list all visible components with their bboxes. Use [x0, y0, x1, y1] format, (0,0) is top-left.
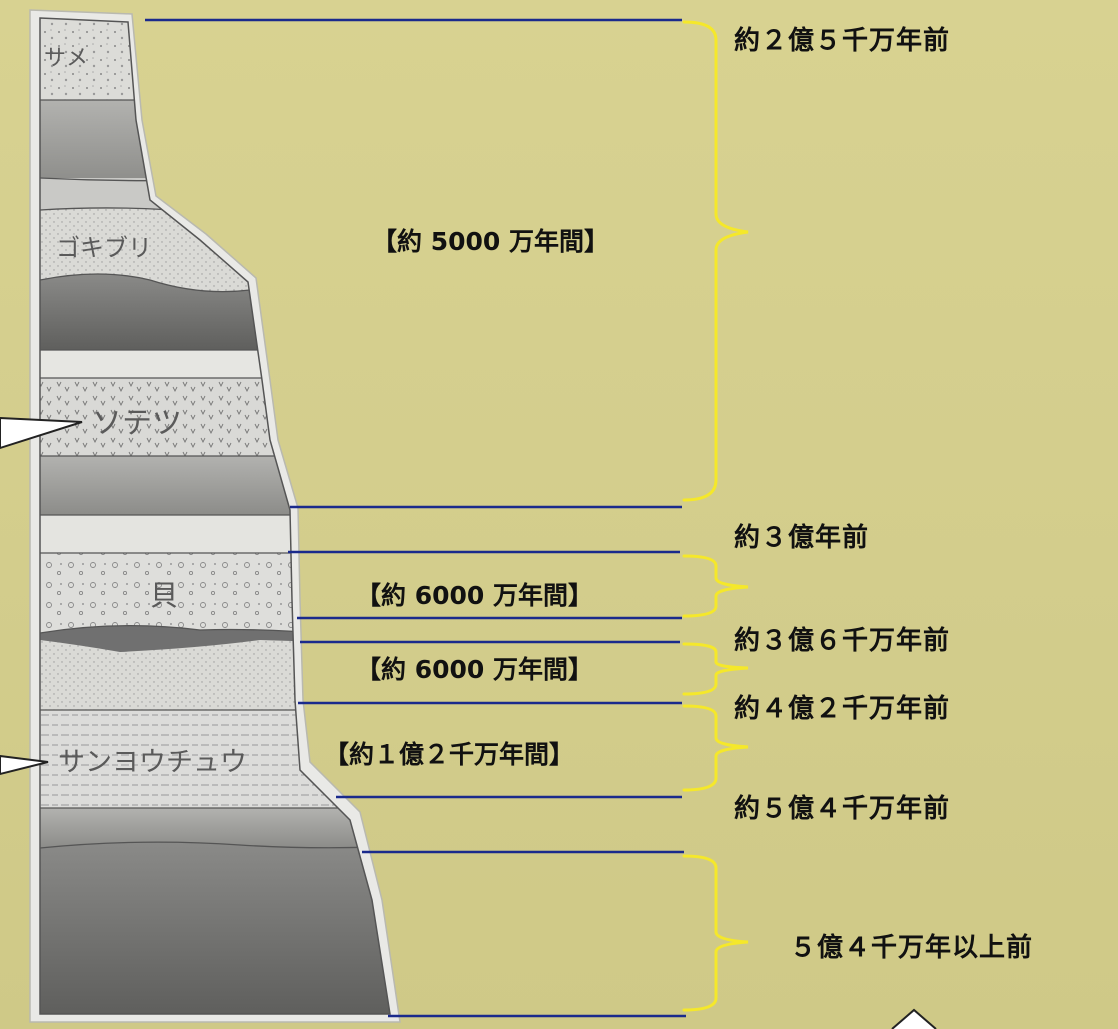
duration-label-4: 【約１億２千万年間】: [324, 740, 575, 769]
fossil-label-shark: サメ: [44, 46, 89, 71]
duration-label-1: 【約 5000 万年間】: [372, 227, 609, 256]
fossil-label-shellfish: 貝: [150, 579, 179, 612]
fossil-label-coral: サンヨウチュウ: [58, 747, 247, 778]
time-marker-3: 約３億６千万年前: [734, 626, 951, 656]
time-marker-5: 約５億４千万年前: [734, 794, 951, 824]
bottom-arrow-icon: [891, 1008, 937, 1029]
fossil-label-cockroach: ゴキブリ: [56, 234, 152, 262]
time-marker-4: 約４億２千万年前: [734, 694, 951, 724]
callout-pointer-upper: [0, 416, 83, 450]
braces: [682, 20, 749, 1012]
time-marker-1: 約２億５千万年前: [734, 26, 951, 56]
fossil-label-cycad: ソテツ: [92, 406, 182, 441]
time-marker-6: ５億４千万年以上前: [790, 933, 1034, 963]
duration-label-3: 【約 6000 万年間】: [356, 655, 593, 684]
boundary-lines: [145, 18, 686, 1018]
duration-label-2: 【約 6000 万年間】: [356, 581, 593, 610]
time-marker-2: 約３億年前: [734, 523, 870, 553]
callout-pointer-lower: [0, 754, 49, 776]
